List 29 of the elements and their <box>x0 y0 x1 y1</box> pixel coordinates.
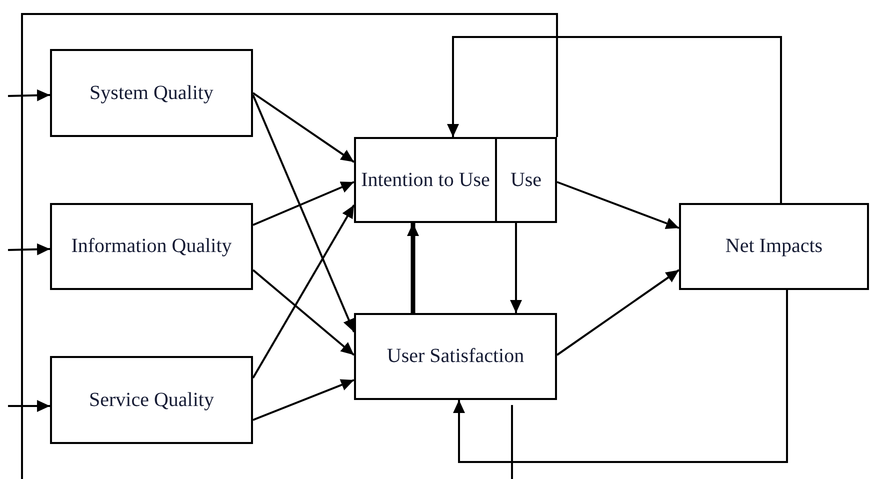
box-label: Use <box>510 168 542 192</box>
process-box <box>354 137 497 223</box>
box-label: Intention to Use <box>361 168 490 192</box>
arrow <box>252 94 355 332</box>
arrow <box>447 36 782 203</box>
process-box <box>354 313 557 400</box>
arrow <box>252 379 354 421</box>
box-label: Service Quality <box>89 388 214 412</box>
arrow <box>407 223 419 313</box>
arrow <box>8 243 50 256</box>
box-label: User Satisfaction <box>386 344 524 369</box>
arrow <box>252 204 355 378</box>
process-box <box>495 137 557 223</box>
process-box <box>50 203 253 290</box>
arrow <box>252 92 355 163</box>
arrow <box>252 269 355 356</box>
arrow <box>8 400 50 412</box>
arrow <box>556 181 680 230</box>
process-box <box>679 203 869 290</box>
arrow <box>252 181 354 226</box>
arrow <box>8 89 50 102</box>
box-label: Information Quality <box>71 234 232 259</box>
arrow <box>556 269 680 356</box>
arrow <box>453 290 788 463</box>
arrow <box>510 223 522 313</box>
box-label: Net Impacts <box>725 234 823 259</box>
process-box <box>50 356 253 444</box>
process-box <box>50 49 253 137</box>
box-label: System Quality <box>90 80 214 106</box>
